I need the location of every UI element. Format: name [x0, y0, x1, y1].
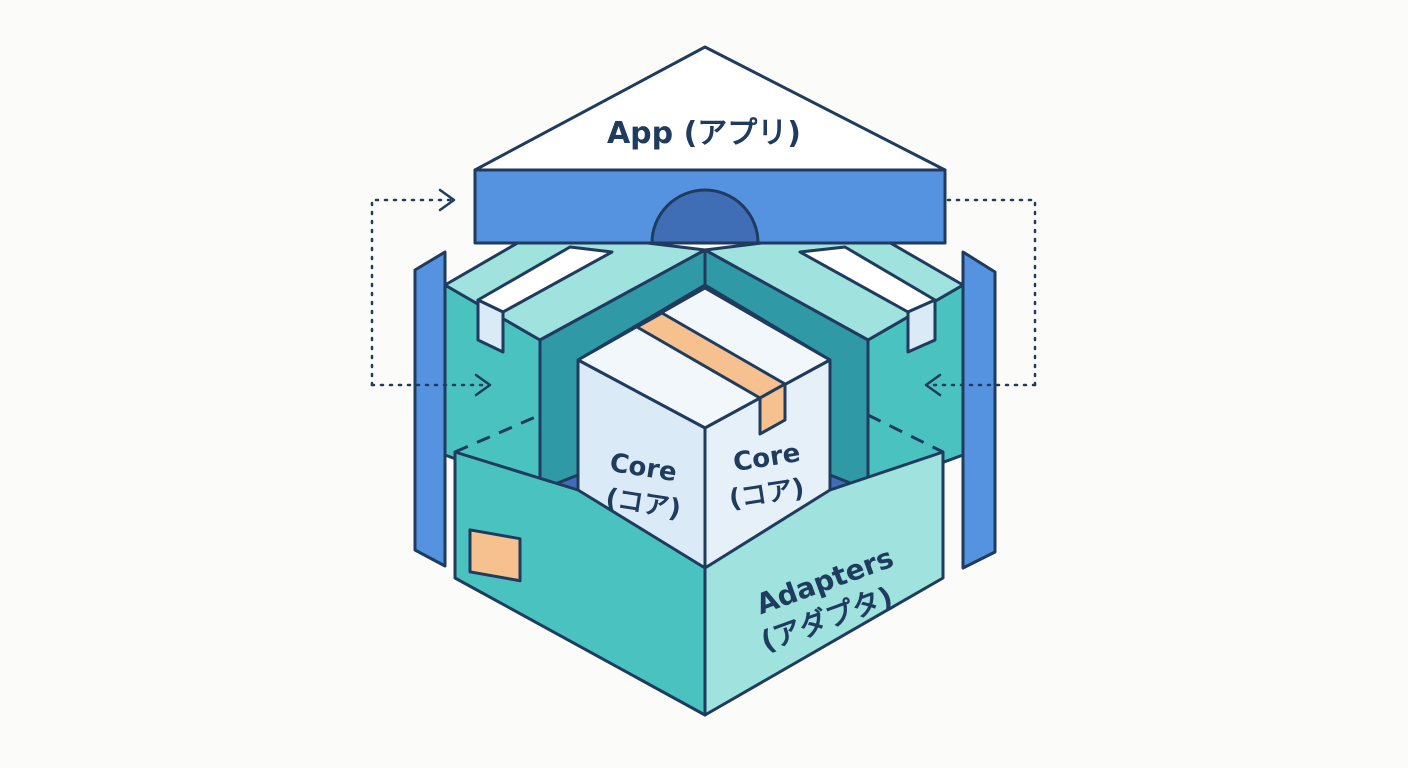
adapters-label-sticker — [468, 528, 522, 583]
adapters-rim-dashes — [454, 413, 944, 454]
dependency-arrow-right-top — [946, 198, 1037, 387]
outer-wall-right — [961, 250, 997, 570]
adapters-top-flap-left — [443, 228, 707, 354]
app-roof: App (アプリ) — [473, 45, 947, 245]
core-cube: Core (コア) Core (コア) — [576, 286, 832, 570]
outer-wall-left — [413, 250, 447, 568]
app-roof-dome — [650, 188, 760, 245]
adapters-front-right-face — [703, 450, 945, 717]
dependency-arrow-right-bottom — [924, 373, 1037, 397]
dependency-arrow-left-top — [370, 188, 456, 387]
app-roof-triangle — [473, 45, 947, 172]
core-tape-side — [758, 382, 787, 436]
dependency-arrow-left-bottom — [370, 373, 492, 397]
app-label: App (アプリ) — [607, 116, 801, 151]
